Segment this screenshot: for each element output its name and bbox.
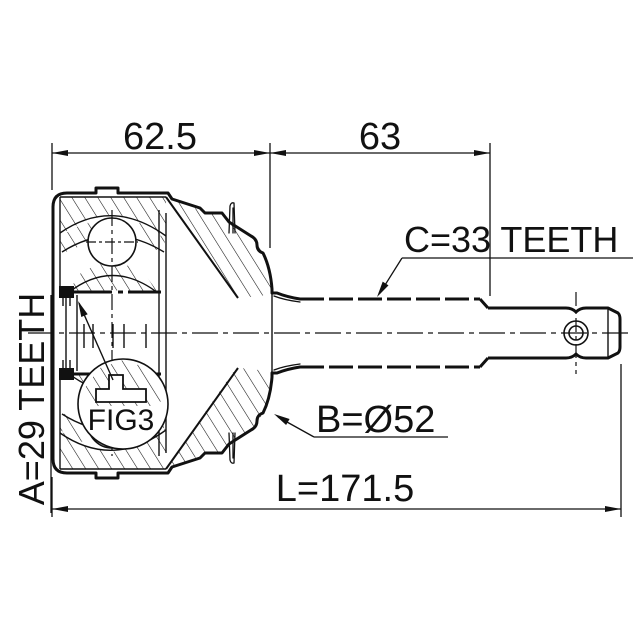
snap-ring-groove-detail (95, 374, 147, 403)
cotter-pin-hole (563, 320, 589, 346)
boot-band-tab-top (228, 202, 236, 234)
boot-band-tab-bottom (228, 432, 236, 464)
detail-leader-line (78, 302, 114, 381)
dim-text-housing-width: 62.5 (123, 116, 197, 158)
housing-outline (51, 186, 302, 480)
arrow-b-diameter (274, 414, 290, 425)
dimension-arrows (52, 150, 621, 512)
spline-shaft (300, 297, 490, 369)
label-inner-spline-teeth: A=29 TEETH (11, 293, 52, 505)
dimension-texts: 62.5 63 L=171.5 B=Ø52 C=33 TEETH A=29 TE… (11, 116, 618, 510)
figure-reference-label: FIG3 (88, 404, 155, 437)
centerlines (28, 210, 632, 456)
label-outer-spline-teeth: C=33 TEETH (404, 219, 618, 260)
arrow-c-teeth (377, 281, 389, 297)
fig3-balloon (77, 301, 169, 450)
dim-text-overall-length: L=171.5 (276, 468, 414, 510)
dim-text-shaft-length: 63 (359, 116, 401, 158)
detail-leader-arrow (78, 301, 88, 317)
stub-end (488, 306, 622, 360)
dim-text-boot-diameter: B=Ø52 (316, 399, 435, 441)
